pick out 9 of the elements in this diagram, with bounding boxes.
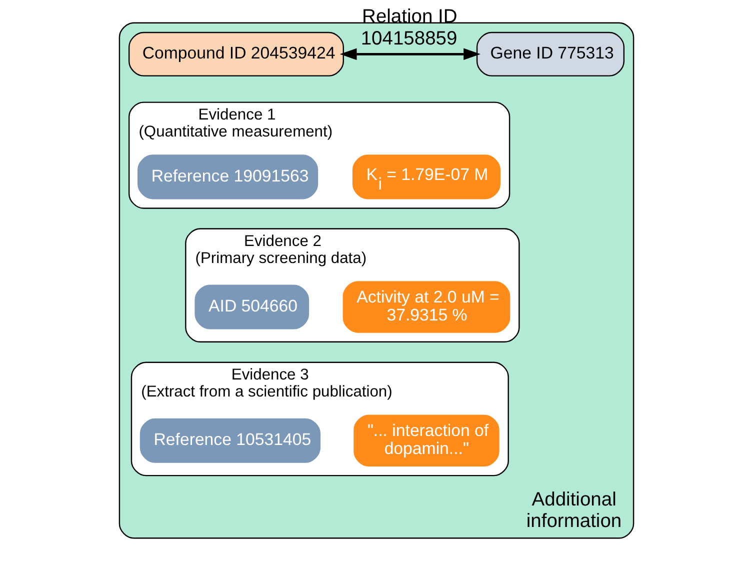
arrow [340, 48, 480, 60]
edge-label: Relation ID 104158859 [360, 6, 458, 50]
node-box: Reference 10531405 [140, 418, 321, 463]
node-box: Activity at 2.0 uM = 37.9315 % [342, 281, 510, 333]
node-box: Compound ID 204539424 [128, 32, 344, 76]
node-box: Gene ID 775313 [476, 32, 625, 76]
node-box: AID 504660 [194, 284, 310, 330]
node-box: Reference 19091563 [138, 154, 318, 200]
node-box: "... interaction of dopamin..." [354, 414, 500, 467]
